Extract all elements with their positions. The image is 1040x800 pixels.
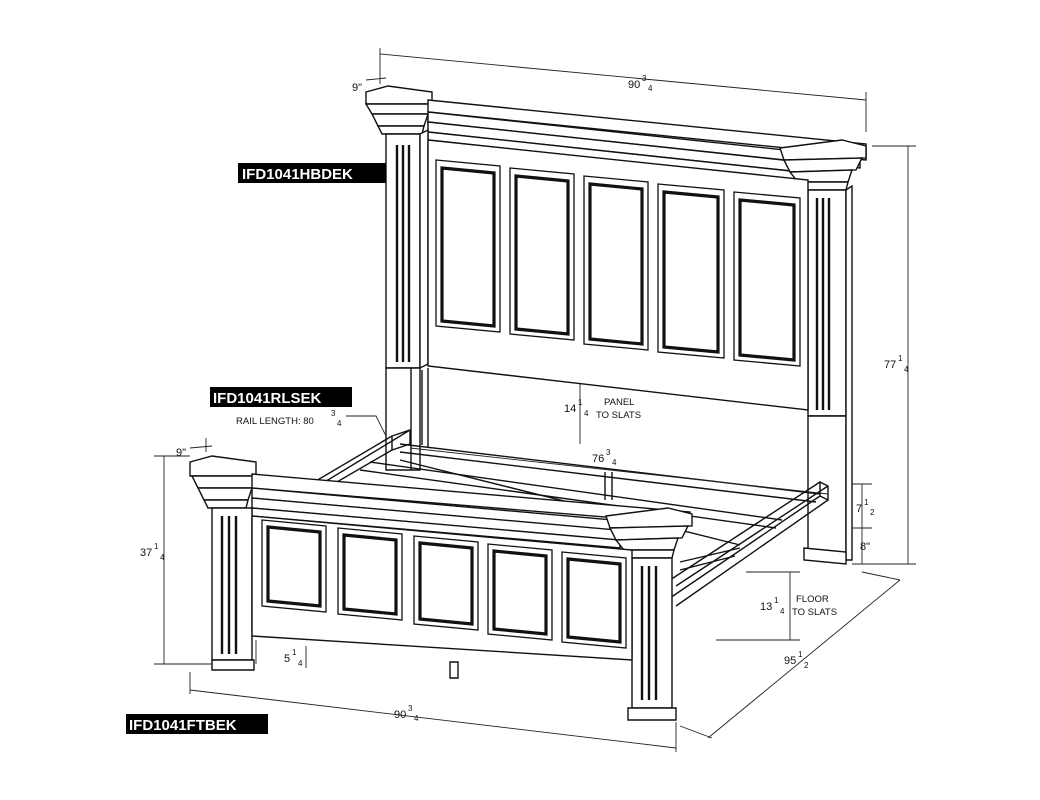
svg-text:4: 4 bbox=[904, 365, 909, 374]
svg-text:4: 4 bbox=[298, 659, 303, 668]
svg-text:PANEL: PANEL bbox=[604, 397, 634, 408]
svg-text:3: 3 bbox=[408, 704, 413, 713]
svg-text:90: 90 bbox=[394, 709, 406, 721]
headboard bbox=[364, 85, 867, 565]
dim-rail-length: RAIL LENGTH: 80 3 4 bbox=[236, 409, 342, 428]
svg-text:90: 90 bbox=[628, 79, 640, 91]
svg-text:8": 8" bbox=[860, 541, 870, 553]
svg-text:TO SLATS: TO SLATS bbox=[596, 410, 641, 421]
svg-text:1: 1 bbox=[798, 650, 803, 659]
svg-text:37: 37 bbox=[140, 547, 152, 559]
svg-text:13: 13 bbox=[760, 601, 772, 613]
svg-text:9": 9" bbox=[352, 82, 362, 94]
svg-text:9": 9" bbox=[176, 447, 186, 459]
dim-footboard-depth: 9" bbox=[176, 447, 186, 459]
svg-text:3: 3 bbox=[331, 409, 336, 418]
dim-inner-width: 76 3 4 bbox=[592, 448, 617, 467]
dim-floor-to-slats: 13 1 4 FLOOR TO SLATS bbox=[760, 594, 837, 618]
footboard bbox=[189, 455, 693, 721]
dimension-lines bbox=[154, 48, 916, 752]
svg-text:2: 2 bbox=[804, 661, 809, 670]
label-rails-code: IFD1041RLSEK bbox=[210, 387, 352, 407]
label-footboard-code: IFD1041FTBEK bbox=[126, 714, 268, 734]
svg-text:4: 4 bbox=[584, 409, 589, 418]
svg-text:4: 4 bbox=[612, 458, 617, 467]
svg-text:RAIL LENGTH: 80: RAIL LENGTH: 80 bbox=[236, 416, 314, 427]
svg-text:76: 76 bbox=[592, 453, 604, 465]
svg-text:4: 4 bbox=[337, 419, 342, 428]
dim-foot-leg: 5 1 4 bbox=[284, 648, 303, 668]
dim-leg-height: 8" bbox=[860, 541, 870, 553]
svg-text:IFD1041HBDEK: IFD1041HBDEK bbox=[242, 166, 353, 183]
svg-text:2: 2 bbox=[870, 508, 875, 517]
svg-text:FLOOR: FLOOR bbox=[796, 594, 829, 605]
svg-text:IFD1041RLSEK: IFD1041RLSEK bbox=[213, 390, 322, 407]
svg-text:1: 1 bbox=[774, 596, 779, 605]
svg-text:77: 77 bbox=[884, 359, 896, 371]
svg-text:4: 4 bbox=[414, 714, 419, 723]
svg-text:7: 7 bbox=[856, 503, 862, 515]
dim-panel-to-slats: 14 1 4 PANEL TO SLATS bbox=[564, 397, 641, 421]
svg-text:4: 4 bbox=[648, 84, 653, 93]
dim-headboard-width: 90 3 4 bbox=[628, 74, 653, 93]
svg-text:IFD1041FTBEK: IFD1041FTBEK bbox=[129, 717, 237, 734]
dim-footboard-height: 37 1 4 bbox=[140, 542, 165, 562]
dim-overall-length: 95 1 2 bbox=[784, 650, 809, 670]
svg-text:4: 4 bbox=[780, 607, 785, 616]
svg-text:14: 14 bbox=[564, 403, 576, 415]
svg-text:TO SLATS: TO SLATS bbox=[792, 607, 837, 618]
label-headboard-code: IFD1041HBDEK bbox=[238, 163, 386, 183]
svg-text:1: 1 bbox=[292, 648, 297, 657]
svg-text:1: 1 bbox=[154, 542, 159, 551]
svg-text:1: 1 bbox=[898, 354, 903, 363]
dim-rail-height: 7 1 2 bbox=[856, 498, 875, 517]
svg-text:95: 95 bbox=[784, 655, 796, 667]
svg-text:3: 3 bbox=[642, 74, 647, 83]
svg-text:1: 1 bbox=[578, 398, 583, 407]
dim-headboard-depth: 9" bbox=[352, 82, 362, 94]
svg-text:1: 1 bbox=[864, 498, 869, 507]
dim-footboard-width: 90 3 4 bbox=[394, 704, 419, 723]
svg-text:5: 5 bbox=[284, 653, 290, 665]
svg-text:4: 4 bbox=[160, 553, 165, 562]
dim-headboard-height: 77 1 4 bbox=[884, 354, 909, 374]
svg-text:3: 3 bbox=[606, 448, 611, 457]
